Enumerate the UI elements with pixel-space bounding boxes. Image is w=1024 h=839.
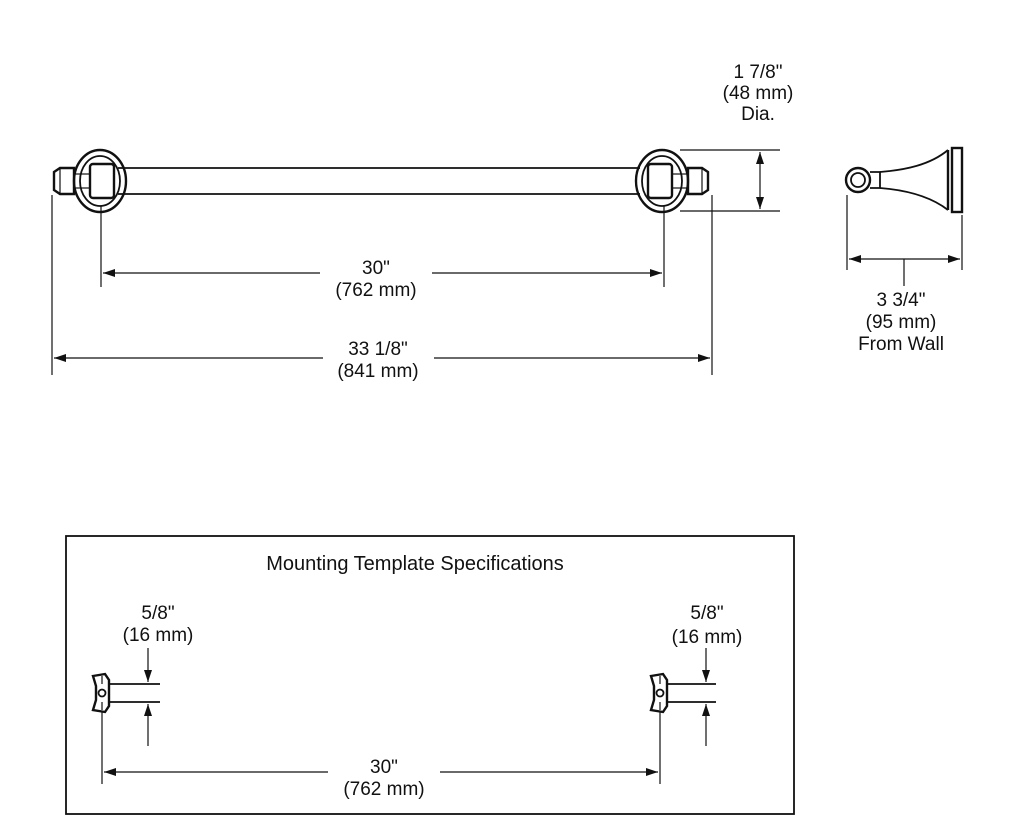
diameter-metric: (48 mm) bbox=[723, 83, 794, 104]
left-post bbox=[52, 148, 128, 214]
projection-note: From Wall bbox=[858, 334, 944, 355]
center-spacing-metric: (762 mm) bbox=[335, 280, 416, 301]
left-offset-imperial: 5/8" bbox=[141, 603, 174, 624]
right-offset-metric: (16 mm) bbox=[672, 627, 743, 648]
projection-imperial: 3 3/4" bbox=[876, 290, 925, 311]
side-view: 3 3/4" (95 mm) From Wall bbox=[844, 146, 964, 355]
projection-extension-lines bbox=[846, 195, 963, 270]
template-extension-lines bbox=[101, 712, 661, 784]
right-offset-dimension: 5/8" (16 mm) bbox=[672, 603, 743, 746]
diameter-imperial: 1 7/8" bbox=[733, 62, 782, 83]
template-spacing-metric: (762 mm) bbox=[343, 779, 424, 800]
template-spacing-dimension: 30" (762 mm) bbox=[104, 757, 658, 800]
template-border bbox=[65, 535, 795, 815]
side-profile bbox=[844, 146, 964, 214]
towel-bar-rod bbox=[118, 167, 640, 195]
center-spacing-imperial: 30" bbox=[362, 258, 390, 279]
overall-length-imperial: 33 1/8" bbox=[348, 339, 408, 360]
template-title: Mounting Template Specifications bbox=[266, 553, 564, 575]
left-mounting-bracket bbox=[91, 672, 160, 714]
center-spacing-dimension: 30" (762 mm) bbox=[103, 258, 662, 301]
diameter-dimension: 1 7/8" (48 mm) Dia. bbox=[723, 62, 794, 209]
right-post bbox=[634, 148, 710, 214]
projection-dimension: 3 3/4" (95 mm) From Wall bbox=[849, 255, 960, 355]
left-offset-metric: (16 mm) bbox=[123, 625, 194, 646]
template-spacing-imperial: 30" bbox=[370, 757, 398, 778]
overall-length-dimension: 33 1/8" (841 mm) bbox=[54, 339, 710, 382]
overall-length-metric: (841 mm) bbox=[337, 361, 418, 382]
projection-metric: (95 mm) bbox=[866, 312, 937, 333]
extension-lines bbox=[51, 149, 780, 375]
diameter-note: Dia. bbox=[741, 104, 775, 125]
front-view: 30" (762 mm) 33 1/8" (841 mm) 1 7/8" (48… bbox=[51, 62, 794, 382]
left-offset-dimension: 5/8" (16 mm) bbox=[123, 603, 194, 746]
mounting-template: Mounting Template Specifications 5/8" (1… bbox=[65, 535, 795, 815]
right-offset-imperial: 5/8" bbox=[690, 603, 723, 624]
right-mounting-bracket bbox=[649, 672, 716, 714]
